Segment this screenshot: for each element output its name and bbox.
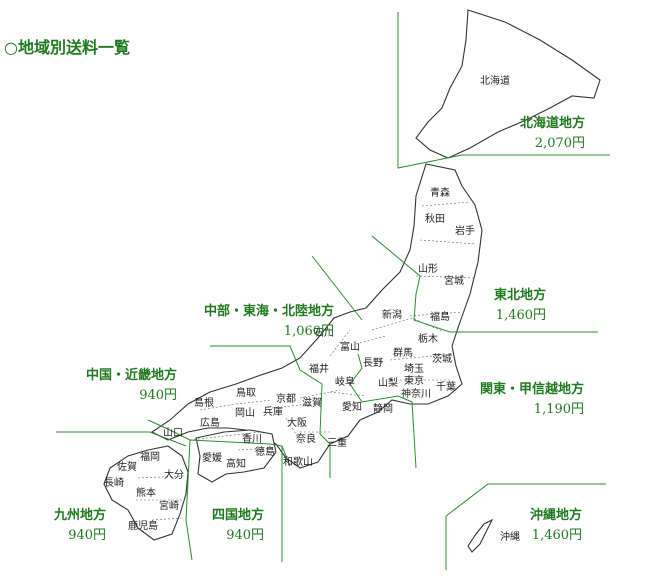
- region-price: 1,460円: [531, 528, 583, 543]
- region-name: 沖縄地方: [530, 508, 583, 523]
- chubu-divider: [210, 255, 363, 478]
- region-price: 1,460円: [495, 308, 547, 323]
- pref-okinawa: 沖縄: [500, 530, 520, 543]
- region-kyushu: 九州地方 940円: [54, 506, 106, 546]
- region-chugoku: 中国・近畿地方 940円: [86, 366, 177, 406]
- pref-tokyo: 東京: [404, 374, 424, 387]
- pref-ibaraki: 茨城: [432, 352, 452, 365]
- pref-chiba: 千葉: [436, 380, 456, 393]
- pref-osaka: 大阪: [287, 416, 307, 429]
- pref-toyama: 富山: [340, 340, 360, 353]
- pref-gifu: 岐阜: [335, 375, 355, 388]
- okinawa-shape: [467, 518, 494, 553]
- pref-iwate: 岩手: [455, 224, 475, 237]
- pref-fukuoka: 福岡: [140, 450, 160, 463]
- pref-kagawa: 香川: [242, 433, 262, 445]
- pref-niigata: 新潟: [382, 308, 402, 321]
- pref-ehime: 愛媛: [202, 451, 222, 464]
- pref-fukui: 福井: [309, 362, 329, 375]
- hokkaido-divider: [397, 12, 610, 169]
- pref-hyogo: 兵庫: [263, 405, 283, 418]
- pref-aomori: 青森: [430, 186, 450, 199]
- pref-saga: 佐賀: [117, 461, 137, 473]
- pref-fukushima: 福島: [430, 310, 450, 323]
- pref-miyagi: 宮城: [444, 274, 464, 287]
- pref-akita: 秋田: [425, 212, 445, 225]
- region-name: 北海道地方: [520, 116, 586, 131]
- region-price: 1,060円: [283, 324, 335, 339]
- pref-kanagawa: 神奈川: [401, 387, 431, 400]
- region-tohoku: 東北地方 1,460円: [494, 286, 546, 326]
- pref-saitama: 埼玉: [404, 362, 424, 375]
- okinawa-divider: [445, 483, 606, 570]
- region-kanto: 関東・甲信越地方 1,190円: [480, 380, 584, 420]
- region-name: 九州地方: [54, 508, 107, 523]
- prefecture-borders: [136, 201, 477, 521]
- pref-yamanashi: 山梨: [378, 376, 398, 389]
- pref-kumamoto: 熊本: [136, 486, 156, 499]
- pref-ishikawa: 石川: [314, 328, 334, 339]
- pref-kochi: 高知: [226, 457, 246, 470]
- kyushu-shape: [103, 445, 189, 541]
- pref-nagasaki: 長崎: [104, 476, 124, 489]
- tohoku-divider: [371, 235, 598, 333]
- kanto-divider: [349, 353, 417, 469]
- pref-wakayama: 和歌山: [283, 455, 313, 468]
- chugoku-divider: [56, 419, 291, 467]
- pref-yamaguchi: 山口: [163, 427, 183, 439]
- pref-miyazaki: 宮崎: [159, 499, 179, 512]
- pref-hiroshima: 広島: [200, 416, 220, 429]
- pref-kyoto: 京都: [276, 392, 296, 405]
- region-name: 関東・甲信越地方: [480, 382, 585, 397]
- pref-mie: 三重: [327, 436, 347, 449]
- pref-shizuoka: 静岡: [373, 402, 393, 415]
- page-title: ○地域別送料一覧: [4, 38, 130, 57]
- pref-tokushima: 徳島: [255, 445, 275, 458]
- region-chubu: 中部・東海・北陸地方 1,060円: [204, 302, 334, 342]
- region-name: 四国地方: [212, 508, 265, 523]
- region-name: 東北地方: [494, 288, 547, 303]
- pref-shiga: 滋賀: [302, 396, 322, 409]
- pref-nara: 奈良: [296, 432, 316, 445]
- pref-shimane: 島根: [194, 396, 214, 409]
- pref-hokkaido: 北海道: [480, 74, 510, 87]
- region-okinawa: 沖縄地方 1,460円: [530, 506, 582, 546]
- pref-nagano: 長野: [363, 357, 383, 369]
- hokkaido-shape: [415, 9, 601, 159]
- pref-okayama: 岡山: [235, 407, 255, 419]
- pref-aichi: 愛知: [342, 400, 362, 413]
- region-name: 中部・東海・北陸地方: [204, 304, 335, 319]
- region-price: 2,070円: [534, 136, 586, 151]
- pref-tottori: 鳥取: [236, 386, 256, 399]
- pref-yamagata: 山形: [418, 263, 438, 275]
- region-shikoku: 四国地方 940円: [212, 506, 264, 546]
- region-price: 940円: [139, 388, 178, 403]
- kyushu-shikoku-divider: [185, 439, 283, 562]
- region-hokkaido: 北海道地方 2,070円: [520, 114, 585, 154]
- region-price: 940円: [226, 528, 265, 543]
- region-price: 1,190円: [533, 402, 585, 417]
- region-name: 中国・近畿地方: [86, 368, 178, 383]
- pref-gunma: 群馬: [393, 346, 413, 359]
- pref-tochigi: 栃木: [418, 332, 438, 345]
- pref-oita: 大分: [164, 468, 184, 481]
- pref-kagoshima: 鹿児島: [128, 519, 158, 532]
- region-price: 940円: [68, 528, 107, 543]
